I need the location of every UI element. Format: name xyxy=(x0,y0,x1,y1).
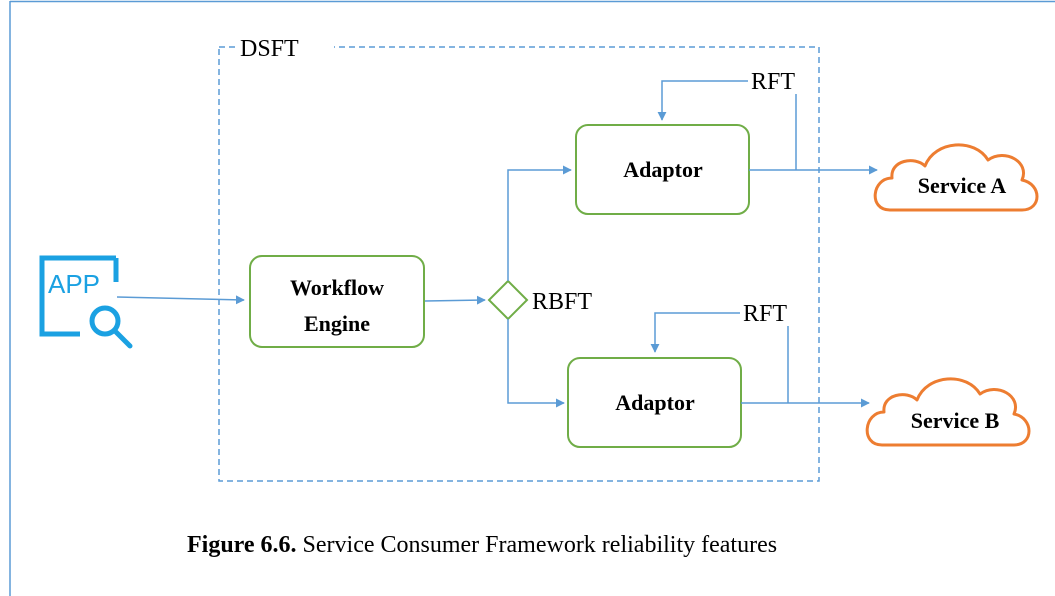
rft-label-bottom: RFT xyxy=(743,301,787,327)
service-b-label: Service B xyxy=(911,408,1000,433)
rft-loop-bottom xyxy=(650,312,789,403)
workflow-engine-line1: Workflow xyxy=(290,275,384,300)
service-b-cloud xyxy=(865,377,1031,447)
service-a-cloud xyxy=(873,143,1039,212)
rbft-gateway xyxy=(487,279,529,321)
rft-top-label-mask xyxy=(748,68,804,94)
arrow-app-to-engine xyxy=(116,295,245,305)
rbft-label: RBFT xyxy=(532,289,592,315)
app-icon-text: APP xyxy=(48,269,100,299)
dsft-label-mask xyxy=(236,36,334,58)
workflow-engine-box xyxy=(249,255,425,348)
rft-bottom-label-mask xyxy=(740,300,796,326)
arrow-gateway-to-adaptor-bottom xyxy=(507,319,565,408)
rft-loop-top xyxy=(657,80,797,170)
app-search-icon: APP xyxy=(39,255,133,349)
dsft-label: DSFT xyxy=(240,36,299,62)
dsft-region xyxy=(218,46,820,482)
arrow-gateway-to-adaptor-top xyxy=(507,165,572,281)
service-a-label: Service A xyxy=(918,173,1007,198)
arrow-engine-to-gateway xyxy=(424,295,486,305)
figure-caption: Figure 6.6. Service Consumer Framework r… xyxy=(187,532,777,558)
adaptor-top-label: Adaptor xyxy=(623,157,703,182)
adaptor-bottom-label: Adaptor xyxy=(615,390,695,415)
rft-label-top: RFT xyxy=(751,69,795,95)
workflow-engine-line2: Engine xyxy=(304,311,370,336)
caption-text: Service Consumer Framework reliability f… xyxy=(297,532,778,558)
caption-prefix: Figure 6.6. xyxy=(187,532,297,558)
